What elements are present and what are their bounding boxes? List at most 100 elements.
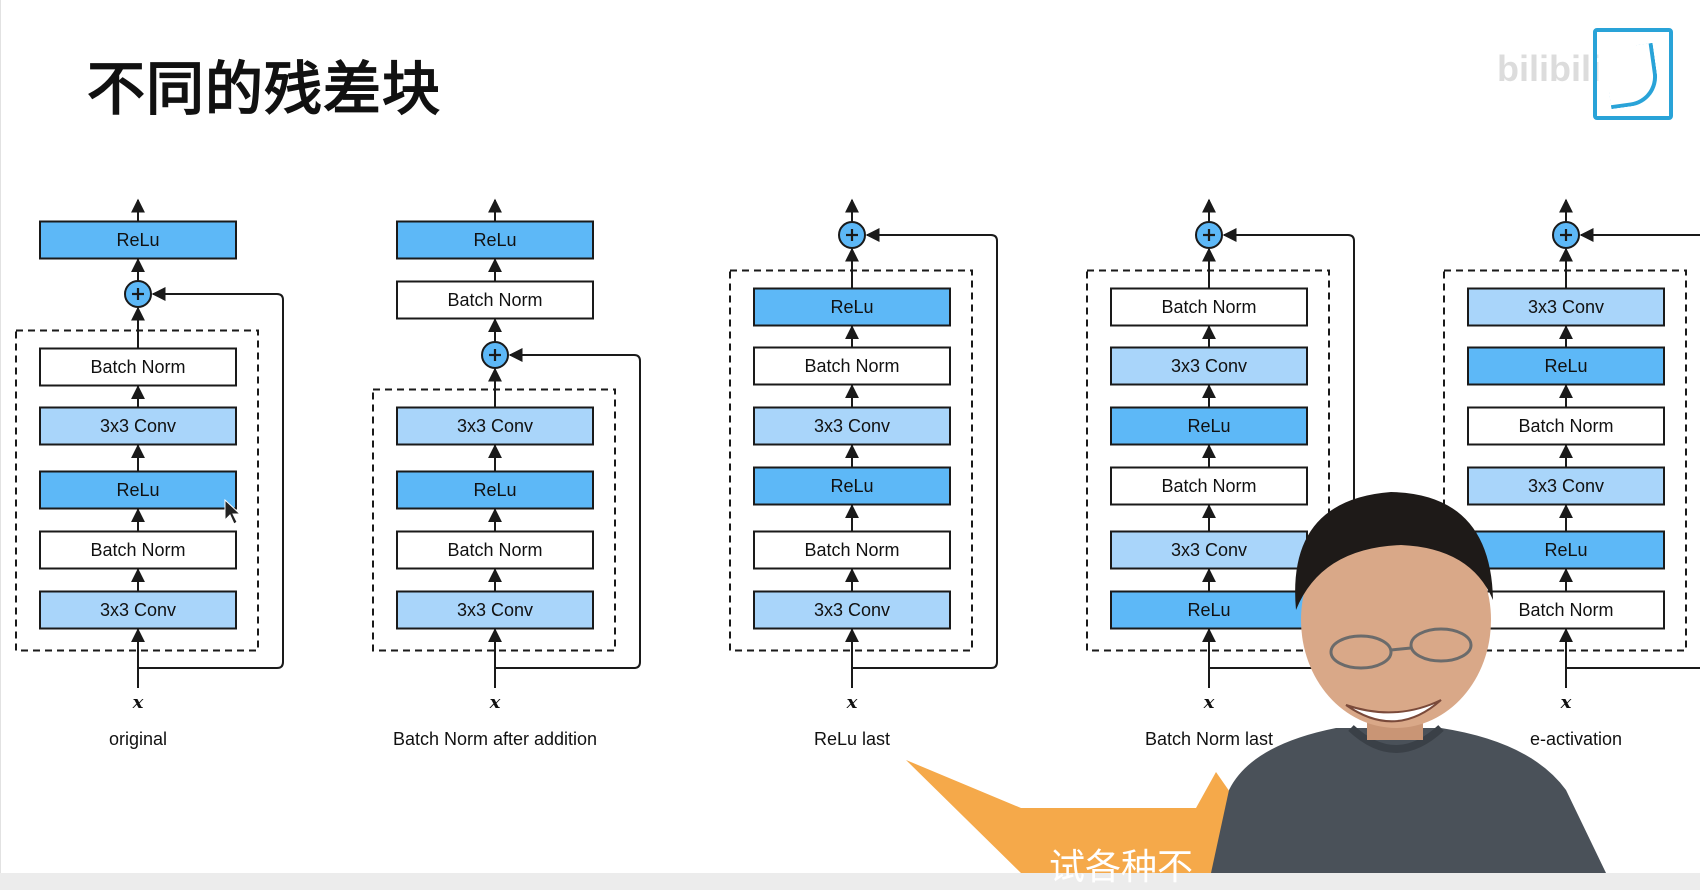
input-label: x	[1203, 692, 1215, 713]
layer-box	[1467, 466, 1665, 506]
layer-batch-norm: Batch Norm	[39, 347, 237, 387]
layer-box	[753, 287, 951, 327]
layer-batch-norm: Batch Norm	[396, 280, 594, 320]
layer-3x3-conv: 3x3 Conv	[1110, 346, 1308, 386]
layer-3x3-conv: 3x3 Conv	[753, 406, 951, 446]
layer-box	[753, 590, 951, 630]
layer-box	[396, 406, 594, 446]
layer-batch-norm: Batch Norm	[1467, 590, 1665, 630]
layer-box	[1110, 530, 1308, 570]
skip-connection	[852, 228, 998, 669]
layer-label: ReLu	[473, 230, 516, 250]
block-caption: Batch Norm after addition	[393, 729, 597, 749]
layer-label: 3x3 Conv	[814, 600, 890, 620]
layer-label: Batch Norm	[804, 356, 899, 376]
block-caption: e-activation	[1530, 729, 1622, 749]
layer-batch-norm: Batch Norm	[1110, 287, 1308, 327]
bilibili-logo-icon	[1593, 28, 1673, 120]
layer-box	[39, 406, 237, 446]
layer-label: ReLu	[116, 480, 159, 500]
layer-relu: ReLu	[1110, 406, 1308, 446]
layer-box	[1110, 287, 1308, 327]
layer-label: Batch Norm	[804, 540, 899, 560]
layer-label: ReLu	[830, 297, 873, 317]
layer-label: Batch Norm	[1518, 600, 1613, 620]
presenter-collar	[1348, 725, 1444, 753]
layer-box	[753, 466, 951, 506]
add-node	[838, 221, 866, 249]
watermark-text: bilibili	[1497, 48, 1601, 89]
layer-label: Batch Norm	[90, 540, 185, 560]
page-title: 不同的残差块	[87, 55, 442, 123]
layer-box	[396, 530, 594, 570]
layer-label: ReLu	[1544, 540, 1587, 560]
layer-label: Batch Norm	[1161, 297, 1256, 317]
layer-relu: ReLu	[39, 220, 237, 260]
layer-3x3-conv: 3x3 Conv	[1110, 530, 1308, 570]
speech-bubble-text: 试各种不	[1049, 847, 1194, 888]
residual-frame	[15, 329, 259, 652]
block-caption: ReLu last	[814, 729, 890, 749]
input-label: x	[132, 692, 144, 713]
layer-box	[1110, 590, 1308, 630]
layer-label: 3x3 Conv	[100, 600, 176, 620]
glasses-icon	[1329, 634, 1393, 670]
layer-box	[1110, 406, 1308, 446]
input-label: x	[846, 692, 858, 713]
layer-label: ReLu	[116, 230, 159, 250]
layer-label: ReLu	[830, 476, 873, 496]
layer-box	[1110, 466, 1308, 506]
layer-label: 3x3 Conv	[457, 600, 533, 620]
layer-box	[1467, 590, 1665, 630]
layer-box	[753, 406, 951, 446]
layer-label: Batch Norm	[1518, 416, 1613, 436]
layer-batch-norm: Batch Norm	[753, 346, 951, 386]
presenter-smile	[1345, 699, 1442, 723]
speech-bubble	[906, 760, 1261, 873]
layer-3x3-conv: 3x3 Conv	[753, 590, 951, 630]
layer-box	[39, 590, 237, 630]
layer-label: 3x3 Conv	[457, 416, 533, 436]
layer-box	[396, 470, 594, 510]
layer-label: 3x3 Conv	[814, 416, 890, 436]
layer-label: ReLu	[1187, 416, 1230, 436]
layer-label: 3x3 Conv	[1528, 476, 1604, 496]
layer-3x3-conv: 3x3 Conv	[396, 406, 594, 446]
layer-box	[1110, 346, 1308, 386]
add-node	[1195, 221, 1223, 249]
layer-batch-norm: Batch Norm	[396, 530, 594, 570]
layer-box	[39, 347, 237, 387]
layer-box	[753, 530, 951, 570]
layer-box	[39, 220, 237, 260]
layer-box	[1467, 530, 1665, 570]
layer-label: Batch Norm	[447, 540, 542, 560]
layer-relu: ReLu	[1110, 590, 1308, 630]
block-caption: Batch Norm last	[1145, 729, 1273, 749]
layer-3x3-conv: 3x3 Conv	[396, 590, 594, 630]
residual-frame	[729, 269, 973, 652]
skip-connection	[138, 287, 284, 669]
layer-label: ReLu	[1187, 600, 1230, 620]
layer-batch-norm: Batch Norm	[753, 530, 951, 570]
layer-3x3-conv: 3x3 Conv	[39, 406, 237, 446]
layer-box	[1467, 346, 1665, 386]
layer-relu: ReLu	[396, 220, 594, 260]
residual-frame	[1443, 269, 1687, 652]
block-caption: original	[109, 729, 167, 749]
layer-box	[753, 346, 951, 386]
layer-relu: ReLu	[1467, 530, 1665, 570]
layer-relu: ReLu	[39, 470, 237, 510]
layer-label: ReLu	[473, 480, 516, 500]
cursor-icon	[224, 498, 242, 525]
presenter-shirt	[1211, 728, 1606, 873]
presenter-face	[1301, 512, 1491, 728]
layer-label: ReLu	[1544, 356, 1587, 376]
layer-box	[1467, 287, 1665, 327]
layer-label: 3x3 Conv	[1171, 540, 1247, 560]
